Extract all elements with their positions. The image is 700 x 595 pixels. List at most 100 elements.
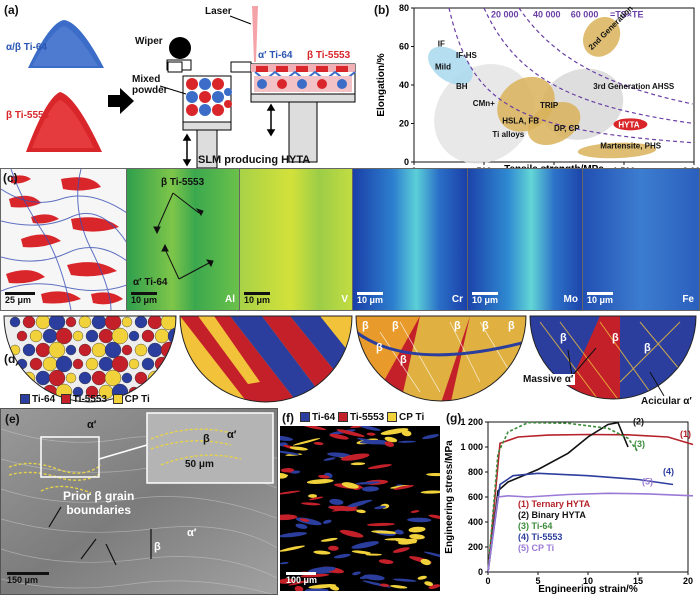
mixed-label-1: Mixed	[132, 74, 161, 85]
powder-particle	[98, 328, 114, 344]
contour-label: 40 000	[533, 10, 561, 20]
panel-g-label: (g)	[446, 411, 462, 425]
b-ytick-label: 80	[399, 3, 409, 13]
g-ytick-label: 800	[468, 467, 483, 477]
curve-end-label: (1)	[680, 429, 691, 439]
powder-stage	[4, 316, 176, 402]
powder-particle	[134, 343, 148, 357]
phase-grain	[393, 484, 414, 490]
powder-particle	[104, 341, 122, 359]
c-alpha-label: α′ Ti-64	[133, 277, 168, 288]
phase-grain	[328, 505, 358, 512]
ebsd-phase-map	[280, 426, 440, 591]
legend-ti5553: Ti-5553	[72, 394, 108, 405]
b-xtick-label: 500	[476, 166, 491, 168]
phase-grain	[409, 534, 425, 540]
powder-particle	[121, 344, 133, 356]
powder-particle	[55, 327, 73, 345]
panel-e: (e) α′ α′ β 50 μm Prior β grain boundari…	[0, 408, 278, 595]
phase-grain	[422, 434, 440, 440]
phase-grain	[384, 441, 395, 447]
c-scale-text-cr: 10 μm	[357, 295, 384, 305]
powder-particle	[72, 358, 84, 370]
powder-particle	[48, 369, 66, 387]
phase-grain	[365, 553, 382, 556]
g-legend-entry: (2) Binary HYTA	[518, 510, 586, 520]
powder-particle	[147, 316, 163, 330]
powder-particle	[121, 372, 133, 384]
powder-particle	[65, 316, 77, 328]
b-ytick-label: 20	[399, 119, 409, 129]
e-alpha-1: α′	[87, 419, 97, 431]
phase-grain	[380, 428, 409, 435]
phase-grain	[424, 581, 434, 586]
panel-b-label: (b)	[374, 3, 390, 17]
c-scale-bar-al	[131, 292, 157, 295]
phase-grain	[349, 499, 373, 506]
b-xtick-label: 1 500	[613, 166, 636, 168]
phase-micrograph: 25 μm	[0, 168, 128, 311]
powder-particle	[65, 344, 77, 356]
phase-grain	[366, 522, 395, 527]
element-mo: Mo	[563, 294, 578, 305]
e-inset-scale: 50 μm	[185, 459, 214, 470]
powder-particle	[128, 358, 140, 370]
b-xtick-label: 0	[411, 166, 416, 168]
region-label: 3rd Generation AHSS	[593, 82, 675, 91]
powder-particle	[22, 316, 36, 329]
stress-strain-curve	[487, 472, 674, 573]
phase-grain	[280, 545, 306, 552]
powder-particle	[22, 371, 36, 385]
b-ytick-label: 60	[399, 42, 409, 52]
element-al: Al	[225, 294, 235, 305]
phase-grain	[390, 585, 408, 589]
c-scale-first: 25 μm	[5, 292, 35, 305]
phase-grain	[361, 486, 379, 492]
powder-particle	[98, 356, 114, 372]
hyta-marker	[613, 118, 648, 131]
phase-grain	[392, 547, 410, 553]
powder-particle	[72, 386, 84, 398]
powder-particle	[78, 316, 92, 329]
melted-layer	[251, 64, 356, 92]
powder-particle	[91, 370, 107, 386]
phase-grain	[280, 450, 300, 455]
b-xtick-label: 1 000	[543, 166, 566, 168]
region-label: Martensite, PHS	[600, 142, 662, 151]
g-xtick-label: 15	[633, 576, 643, 586]
phase-grain	[317, 474, 330, 479]
phase-grain	[292, 438, 321, 446]
beta-label: β Ti-5553	[307, 50, 351, 61]
phase-grain	[371, 530, 399, 534]
legend-swatch-ti64	[20, 394, 30, 405]
phase-grain	[308, 584, 337, 589]
phase-grain	[280, 490, 301, 495]
e-alpha-inset: α′	[227, 429, 237, 441]
phase-grain	[304, 588, 329, 591]
mixed-powder-label: Mixed powder	[132, 74, 168, 96]
phase-grain	[408, 526, 426, 533]
phase-grain	[320, 537, 338, 542]
b-ylabel: Elongation/%	[376, 53, 387, 116]
phase-grain	[356, 509, 366, 514]
phase-grain	[384, 538, 407, 541]
powder-particle	[65, 372, 77, 384]
beta-mark-7: β	[400, 354, 407, 366]
wiper-label: Wiper	[135, 36, 163, 47]
phase-grain	[401, 430, 412, 437]
powder-particle	[160, 316, 176, 331]
phase-grain	[280, 532, 308, 538]
c-scale-bar-fe	[587, 292, 613, 295]
powder-particle	[35, 316, 51, 330]
c-scale-bar-v	[244, 292, 270, 295]
phase-grain	[294, 585, 304, 591]
slm-schematic	[26, 6, 356, 168]
powder-particle	[154, 328, 170, 344]
region-label: HSLA, FB	[502, 117, 539, 126]
powder-particle	[111, 355, 129, 373]
powder-particle	[55, 355, 73, 373]
b-ytick-label: 40	[399, 80, 409, 90]
c-beta-label: β Ti-5553	[161, 177, 205, 188]
phase-grain	[417, 575, 427, 580]
